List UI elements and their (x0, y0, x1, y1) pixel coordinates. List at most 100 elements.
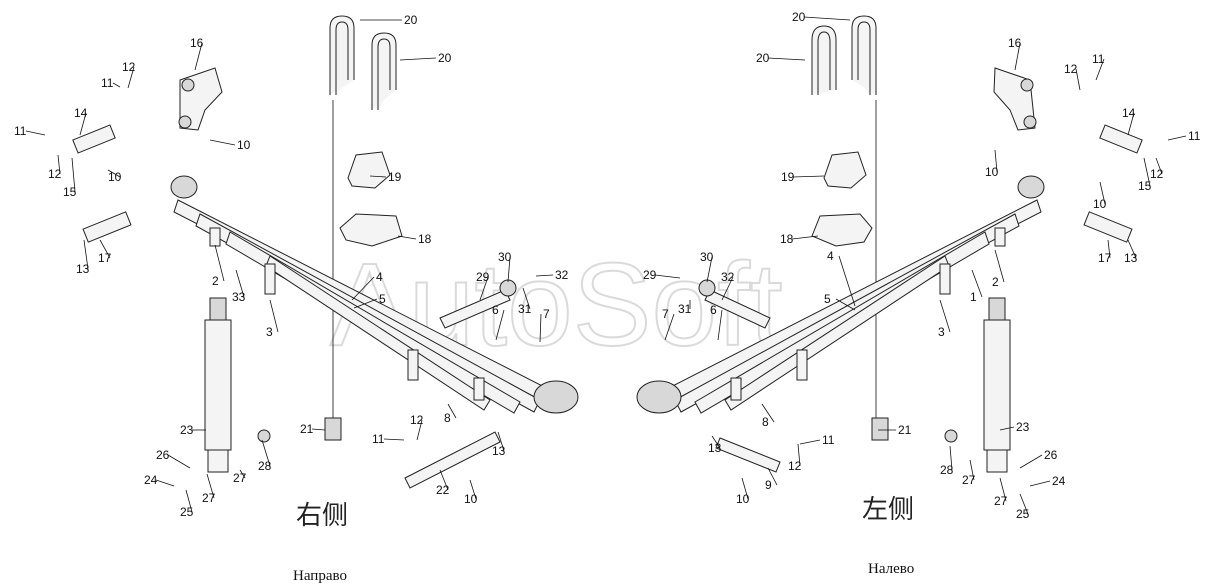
right-side-part-callout: 22 (436, 483, 450, 497)
left-side-leader-line (1095, 58, 1105, 81)
right-side-part-callout: 33 (232, 290, 246, 304)
left-side-leader-line (1099, 181, 1106, 205)
right-side-leader-line (522, 287, 531, 310)
shock-absorber (983, 297, 1011, 473)
left-side-leader-line (1014, 42, 1021, 71)
left-side-leader-line (1167, 135, 1187, 141)
left-side-part-callout: 16 (1008, 36, 1022, 50)
left-side-part-callout: 4 (827, 249, 834, 263)
left-side-part-callout: 8 (762, 415, 769, 429)
right-side-leader-line (71, 157, 76, 193)
left-side-part-callout: 31 (678, 302, 692, 316)
right-side-leader-line (25, 130, 46, 136)
right-side-leader-line (479, 276, 489, 301)
right-side-part-callout: 5 (379, 292, 386, 306)
right-side-part-callout: 20 (404, 13, 418, 27)
left-side-leader-line (1127, 239, 1137, 259)
right-side-part-callout: 18 (418, 232, 432, 246)
axle-shaft (404, 431, 501, 489)
mounting-pin (704, 289, 771, 329)
left-side-part-callout: 29 (643, 268, 657, 282)
right-side-assembly: 右侧 Направо (72, 15, 579, 584)
left-side-part-callout: 20 (756, 51, 770, 65)
left-side-leader-line (969, 459, 975, 481)
right-side-part-callout: 30 (498, 250, 512, 264)
shackle-pin (72, 124, 116, 154)
right-side-leader-line (507, 256, 511, 283)
right-side-part-callout: 10 (108, 170, 122, 184)
side-title-cn-right: 右侧 (296, 501, 348, 531)
right-side-leader-line (353, 298, 378, 309)
left-side-part-callout: 13 (1124, 251, 1138, 265)
right-side-leader-line (447, 403, 457, 419)
right-side-leader-line (469, 479, 477, 500)
right-side-leader-line (239, 469, 246, 479)
spring-pin (82, 211, 132, 243)
side-title-cn-left: 左侧 (862, 495, 914, 525)
left-side-leader-line (994, 149, 998, 173)
u-bolt (851, 15, 877, 95)
axle-shaft (715, 437, 781, 473)
left-side-part-callout: 14 (1122, 106, 1136, 120)
left-side-leader-line (721, 276, 734, 301)
right-side-part-callout: 26 (156, 448, 170, 462)
left-side-leader-line (761, 403, 775, 423)
left-side-part-callout: 32 (721, 270, 735, 284)
left-side-leader-line (949, 445, 953, 471)
right-side-part-callout: 23 (180, 423, 194, 437)
spring-pad (811, 213, 873, 247)
right-side-leader-line (383, 438, 405, 441)
leaf-spring (636, 175, 1045, 414)
left-side-part-callout: 21 (898, 423, 912, 437)
left-side-assembly: 左侧 Налево (636, 15, 1143, 577)
left-side-leader-line (1019, 493, 1029, 515)
left-side-part-callout: 12 (1064, 62, 1078, 76)
right-side-part-callout: 28 (258, 459, 272, 473)
right-side-leader-line (209, 139, 236, 146)
right-side-part-callout: 24 (144, 473, 158, 487)
left-side-leader-line (767, 57, 806, 61)
left-side-leader-line (797, 443, 801, 467)
right-side-part-callout: 8 (444, 411, 451, 425)
left-side-leader-line (971, 269, 983, 298)
right-side-part-callout: 17 (98, 251, 112, 265)
right-side-part-callout: 12 (410, 413, 424, 427)
mounting-pin (439, 289, 511, 329)
right-side-part-callout: 21 (300, 422, 314, 436)
shackle-pin (1099, 124, 1143, 154)
side-title-ru-right: Направо (293, 568, 347, 584)
left-side-part-callout: 23 (1016, 420, 1030, 434)
left-side-part-callout: 19 (781, 170, 795, 184)
left-side-part-callout: 26 (1044, 448, 1058, 462)
left-side-part-callout: 3 (938, 325, 945, 339)
left-side-leader-line (791, 235, 819, 240)
right-side-leader-line (369, 175, 387, 178)
right-side-leader-line (214, 244, 225, 282)
right-side-leader-line (57, 154, 61, 175)
left-side-leader-line (1107, 239, 1111, 259)
right-side-leader-line (206, 473, 215, 499)
left-side-part-callout: 11 (1188, 129, 1201, 143)
left-side-leader-line (792, 175, 825, 178)
left-side-leader-line (835, 298, 856, 311)
left-side-part-callout: 10 (1093, 197, 1107, 211)
right-side-leader-line (99, 239, 111, 259)
left-side-part-callout: 28 (940, 463, 954, 477)
left-side-part-callout: 12 (1150, 167, 1164, 181)
left-side-part-callout: 6 (710, 303, 717, 317)
right-side-part-callout: 3 (266, 325, 273, 339)
right-side-part-callout: 4 (376, 270, 383, 284)
left-side-part-callout: 7 (662, 307, 669, 321)
u-bolt (811, 25, 837, 95)
right-side-leader-line (261, 439, 271, 467)
right-side-leader-line (235, 269, 245, 298)
side-title-ru-left: Налево (868, 561, 914, 577)
right-side-part-callout: 10 (237, 138, 251, 152)
left-side-part-callout: 30 (700, 250, 714, 264)
bump-stop (347, 151, 391, 189)
right-side-leader-line (397, 235, 417, 240)
left-side-part-callout: 17 (1098, 251, 1112, 265)
left-side-part-callout: 9 (765, 478, 772, 492)
